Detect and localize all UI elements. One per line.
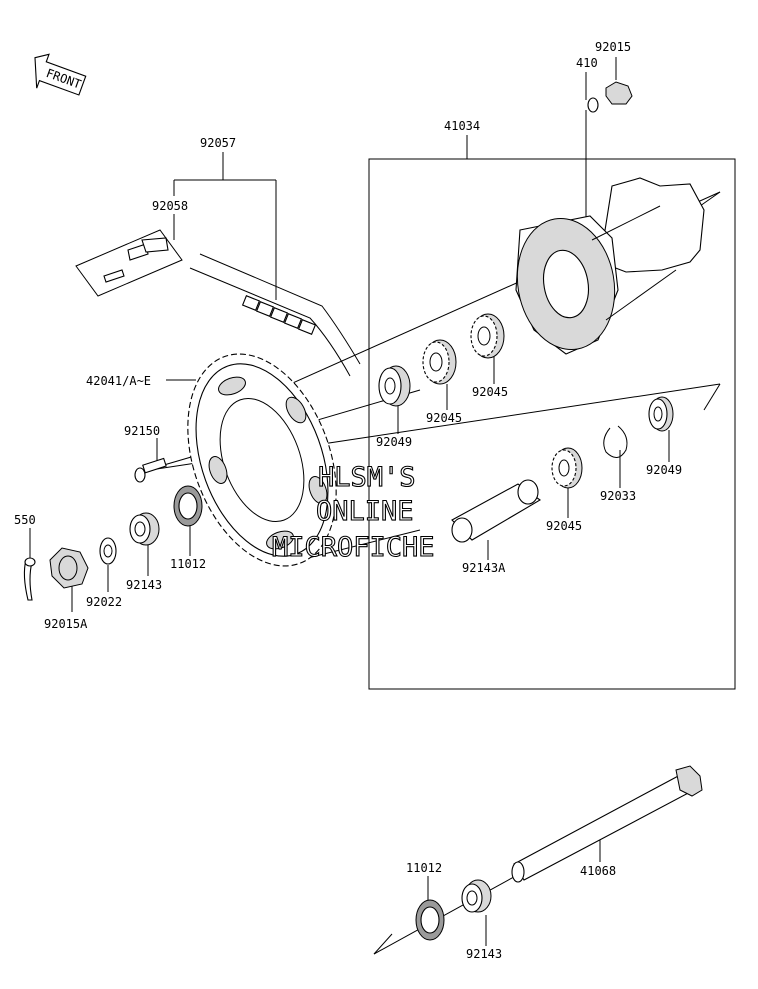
label-92143-left: 92143 [126, 578, 162, 592]
watermark-line-2: ONLINE [316, 496, 414, 527]
collar-left [129, 512, 160, 546]
label-42041: 42041/A~E [86, 374, 151, 388]
axis-lines [139, 191, 721, 955]
label-92022: 92022 [86, 595, 122, 609]
label-92045-b: 92045 [472, 385, 508, 399]
label-11012-left: 11012 [170, 557, 206, 571]
label-92045-a: 92045 [426, 411, 462, 425]
washer-410 [587, 97, 599, 113]
nut-92015 [605, 81, 633, 105]
label-92045-c: 92045 [546, 519, 582, 533]
part-labels: 92015 410 41034 92057 92058 42041/A~E 92… [14, 40, 682, 961]
label-92049-left: 92049 [376, 435, 412, 449]
washer [99, 537, 117, 565]
sprocket-bolt [134, 457, 167, 483]
label-92058: 92058 [152, 199, 188, 213]
cotter-pin [23, 557, 36, 601]
oil-seal-left [173, 485, 203, 527]
axle [511, 765, 703, 883]
master-link [75, 229, 183, 297]
label-92143-bottom: 92143 [466, 947, 502, 961]
leader-lines [29, 57, 670, 946]
castle-nut [49, 547, 89, 589]
label-92057: 92057 [200, 136, 236, 150]
label-410: 410 [576, 56, 598, 70]
bearing-92045-a [422, 339, 457, 385]
label-92049-right: 92049 [646, 463, 682, 477]
label-92033: 92033 [600, 489, 636, 503]
label-41068: 41068 [580, 864, 616, 878]
bearing-92045-b [470, 313, 505, 359]
spacer-92049-right [648, 396, 674, 432]
watermark-line-1: HLSM'S [318, 462, 416, 493]
chain-links [241, 295, 317, 335]
label-92015A: 92015A [44, 617, 88, 631]
label-92143A: 92143A [462, 561, 506, 575]
label-550: 550 [14, 513, 36, 527]
label-92150: 92150 [124, 424, 160, 438]
bearing-92045-c [551, 447, 583, 489]
label-41034: 41034 [444, 119, 480, 133]
rear-sprocket [187, 353, 337, 567]
label-11012-bottom: 11012 [406, 861, 442, 875]
watermark-line-3: MICROFICHE [272, 532, 435, 563]
spacer-92049-left [378, 365, 411, 407]
hub-assembly-frame [368, 158, 736, 690]
collar-92143A [451, 479, 542, 543]
wheel-hub [515, 177, 705, 355]
oil-seal-bottom [415, 899, 445, 941]
drive-chain [189, 253, 361, 377]
watermark: HLSM'S ONLINE MICROFICHE [271, 461, 435, 563]
circlip [603, 425, 628, 458]
front-arrow-icon: FRONT [34, 53, 87, 96]
label-92015: 92015 [595, 40, 631, 54]
collar-bottom [461, 879, 492, 913]
